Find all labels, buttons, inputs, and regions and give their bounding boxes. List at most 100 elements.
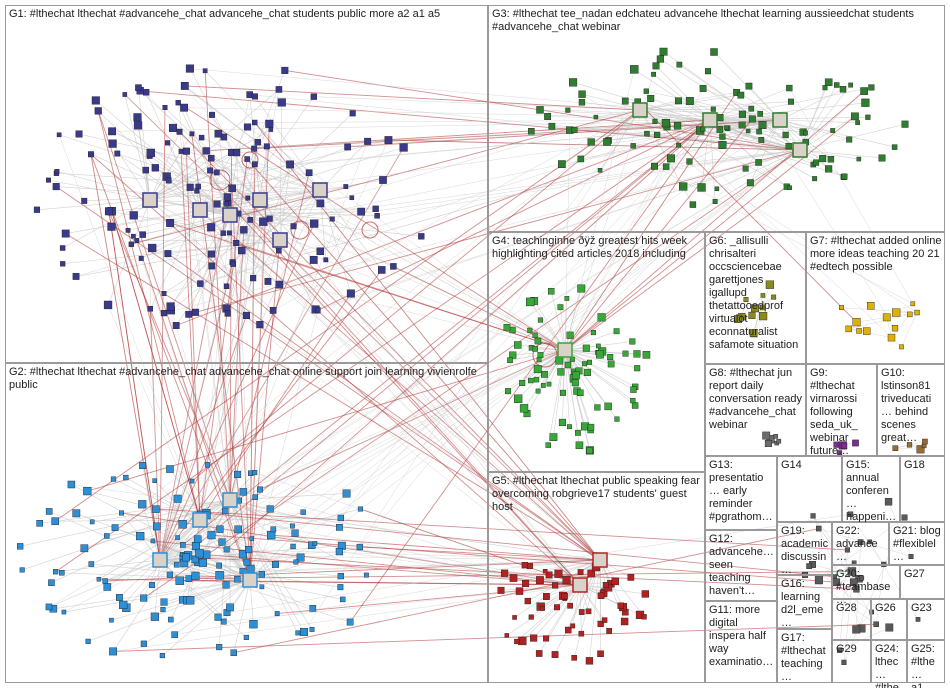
vertex-node — [166, 218, 175, 227]
vertex-node — [861, 98, 870, 107]
vertex-node — [272, 561, 279, 568]
edge-intergroup — [313, 96, 641, 111]
edge — [229, 493, 347, 501]
edge-intergroup — [184, 107, 781, 121]
group-label-g7: G7: #lthechat added online more ideas te… — [810, 235, 942, 273]
vertex-node — [259, 584, 265, 590]
edge-intergroup — [156, 508, 848, 551]
group-panel-g23: G23 — [907, 599, 945, 640]
vertex-node — [814, 576, 823, 585]
vertex-node — [575, 429, 581, 436]
vertex-node — [122, 92, 128, 97]
vertex-node — [606, 628, 613, 634]
edge — [545, 584, 581, 639]
edge — [779, 119, 895, 148]
vertex-node — [344, 143, 351, 151]
vertex-node — [812, 159, 820, 166]
vertex-node — [56, 132, 62, 138]
vertex-node — [314, 307, 321, 314]
vertex-node — [152, 505, 160, 513]
edge-intergroup — [177, 102, 566, 351]
vertex-node — [906, 442, 913, 448]
edge — [753, 295, 764, 334]
edge — [553, 349, 566, 438]
vertex-node — [873, 621, 879, 628]
vertex-node — [162, 104, 168, 110]
vertex-node — [899, 344, 904, 350]
edge-intergroup — [637, 101, 857, 323]
vertex-node — [244, 123, 252, 131]
group-panel-g10: G10: lstinson81 triveducati… behind scen… — [877, 364, 945, 456]
vertex-node — [786, 84, 793, 92]
vertex-node — [111, 524, 119, 532]
vertex-node — [182, 147, 190, 155]
edge-intergroup — [249, 219, 581, 586]
vertex-node — [166, 302, 175, 311]
edge — [152, 214, 231, 249]
vertex-node — [760, 293, 766, 298]
edge-intergroup — [63, 349, 566, 613]
vertex-node — [336, 524, 343, 531]
vertex-node — [578, 630, 585, 637]
vertex-node — [583, 368, 591, 377]
vertex-node — [151, 164, 159, 172]
edge — [812, 515, 862, 629]
vertex-node — [378, 266, 386, 274]
edge — [62, 199, 151, 249]
vertex-node — [878, 154, 886, 162]
vertex-node — [570, 623, 576, 629]
vertex-node — [771, 294, 777, 300]
edge — [564, 349, 638, 369]
edge — [843, 517, 905, 663]
vertex-node — [738, 110, 746, 118]
vertex-node — [566, 331, 574, 339]
edge-intergroup — [65, 233, 601, 561]
vertex-node — [758, 136, 765, 143]
vertex-node — [644, 130, 650, 137]
vertex-node — [309, 256, 318, 264]
hub-vertex-node — [252, 192, 268, 208]
edge-intergroup — [159, 147, 404, 561]
vertex-node — [128, 241, 134, 247]
edge-intergroup — [196, 190, 581, 586]
edge-intergroup — [190, 349, 566, 601]
vertex-node — [357, 207, 366, 216]
vertex-node — [503, 324, 511, 331]
group-panel-g25: G25: #lthe… a1… — [907, 640, 945, 688]
vertex-node — [596, 350, 604, 359]
edge-intergroup — [159, 223, 315, 561]
vertex-node — [161, 291, 167, 296]
edge-intergroup — [54, 109, 641, 522]
vertex-node — [300, 509, 306, 515]
vertex-node — [676, 142, 681, 148]
vertex-node — [349, 110, 356, 117]
vertex-node — [180, 81, 189, 90]
edge — [779, 88, 844, 121]
vertex-node — [195, 548, 204, 558]
vertex-node — [587, 138, 595, 146]
edge — [779, 119, 850, 140]
vertex-node — [724, 125, 729, 130]
vertex-node — [220, 230, 226, 236]
edge — [639, 109, 845, 177]
vertex-node — [577, 389, 584, 397]
edge-intergroup — [249, 94, 801, 151]
edge — [564, 349, 633, 401]
edge-intergroup — [349, 119, 711, 623]
hub-vertex-node — [222, 492, 238, 508]
vertex-node — [587, 569, 595, 578]
vertex-node — [519, 380, 526, 387]
vertex-node — [45, 508, 53, 515]
edge-intergroup — [176, 119, 711, 326]
group-panel-g14: G14 — [777, 456, 842, 522]
group-panel-g16: G16: learning d2l_eme… — [777, 575, 832, 629]
edge-intergroup — [142, 109, 641, 505]
edge — [177, 102, 231, 216]
edge — [149, 158, 212, 201]
vertex-node — [115, 594, 123, 601]
group-label-g3: G3: #lthechat tee_nadan edchateu advance… — [492, 8, 914, 33]
edge — [159, 559, 219, 618]
vertex-node — [863, 327, 871, 335]
vertex-node — [841, 173, 848, 180]
